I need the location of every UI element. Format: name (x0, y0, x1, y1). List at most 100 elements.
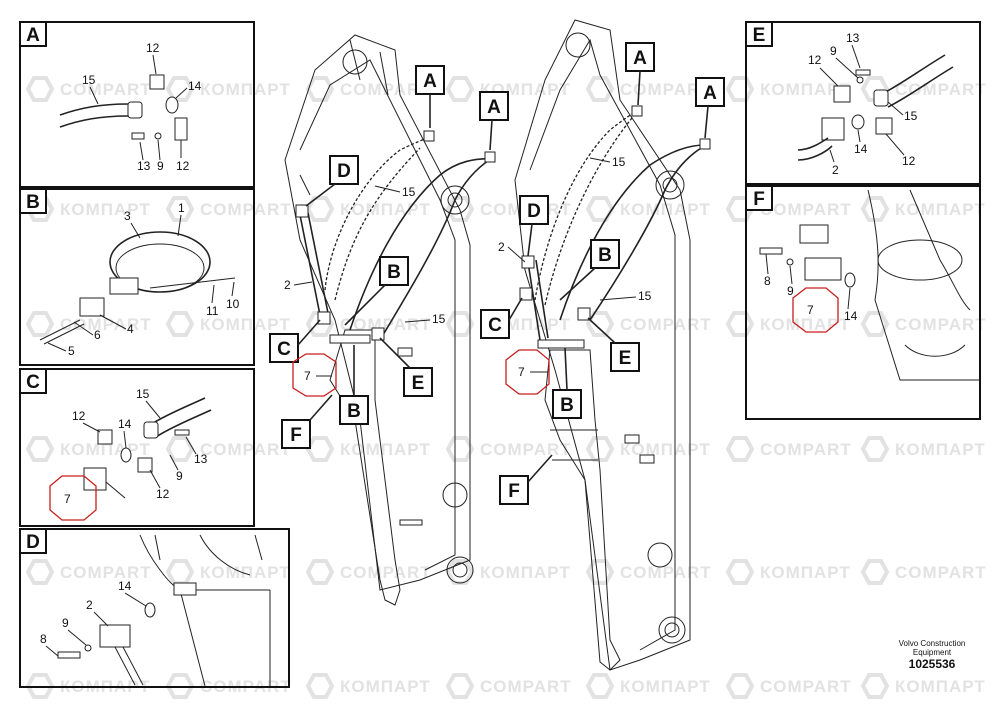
svg-text:12: 12 (902, 154, 916, 168)
callout-C-left[interactable]: C (269, 319, 321, 363)
callout-D-right[interactable]: D (519, 195, 549, 257)
watermark-logo: COMPART (25, 76, 151, 102)
callout-B-right-2[interactable]: B (552, 347, 582, 419)
svg-text:КОМПАРТ: КОМПАРТ (895, 440, 986, 459)
callout-E-left[interactable]: E (379, 337, 433, 397)
svg-text:F: F (508, 481, 520, 502)
callout-F-right[interactable]: F (499, 454, 553, 505)
watermark-logo: КОМПАРТ (585, 436, 711, 462)
svg-text:C: C (488, 315, 502, 336)
svg-text:COMPART: COMPART (895, 315, 987, 334)
hex-callout-7-panel-C[interactable]: 7 (49, 475, 97, 521)
callout-C-right[interactable]: C (480, 297, 523, 339)
svg-text:COMPART: COMPART (60, 315, 152, 334)
watermark-logo: КОМПАРТ (860, 436, 986, 462)
svg-text:КОМПАРТ: КОМПАРТ (620, 440, 711, 459)
svg-text:15: 15 (136, 387, 150, 401)
callout-A-left-2[interactable]: A (479, 91, 509, 151)
svg-text:КОМПАРТ: КОМПАРТ (60, 200, 151, 219)
svg-text:COMPART: COMPART (200, 200, 292, 219)
svg-text:9: 9 (176, 469, 183, 483)
callout-A-left-1[interactable]: A (415, 65, 445, 128)
main-left-boom-drawing (284, 34, 496, 606)
svg-text:COMPART: COMPART (340, 80, 432, 99)
callout-B-left-1[interactable]: B (344, 256, 409, 326)
watermark-logo: КОМПАРТ (165, 311, 291, 337)
svg-text:7: 7 (518, 365, 525, 379)
svg-text:12: 12 (146, 41, 160, 55)
svg-text:COMPART: COMPART (480, 440, 572, 459)
svg-text:14: 14 (188, 79, 202, 93)
svg-text:3: 3 (124, 209, 131, 223)
watermark-logo: КОМПАРТ (305, 436, 430, 462)
svg-text:9: 9 (62, 616, 69, 630)
svg-text:12: 12 (808, 53, 822, 67)
svg-text:КОМПАРТ: КОМПАРТ (340, 677, 431, 696)
callout-E-right[interactable]: E (587, 317, 640, 372)
svg-text:12: 12 (72, 409, 86, 423)
svg-text:5: 5 (68, 344, 75, 358)
watermark-logo: COMPART (445, 436, 572, 462)
watermark-logo: COMPART (860, 76, 986, 102)
svg-text:КОМПАРТ: КОМПАРТ (200, 563, 291, 582)
detail-panel-D: D 14 2 9 8 (19, 528, 290, 688)
svg-text:КОМПАРТ: КОМПАРТ (760, 563, 851, 582)
watermark-logo: COMPART (860, 559, 986, 585)
svg-text:2: 2 (832, 163, 839, 177)
watermark-layer: COMPART КОМПАРТ COMPART КОМПАРТ COMPART КОМПА… (25, 76, 987, 699)
svg-text:COMPART: COMPART (60, 563, 152, 582)
svg-text:КОМПАРТ: КОМПАРТ (620, 200, 711, 219)
svg-text:КОМПАРТ: КОМПАРТ (760, 80, 851, 99)
svg-text:E: E (619, 348, 632, 369)
main-left-callouts: A A D B C E B (269, 65, 509, 449)
watermark-logo: COMPART (305, 311, 431, 337)
svg-text:КОМПАРТ: КОМПАРТ (480, 563, 571, 582)
svg-text:9: 9 (830, 44, 837, 58)
detail-panel-A: A 12 15 14 13 9 12 (19, 21, 255, 188)
svg-text:COMPART: COMPART (620, 80, 712, 99)
callout-B-left-2[interactable]: B (339, 345, 369, 425)
callout-A-right-1[interactable]: A (625, 42, 655, 106)
svg-text:14: 14 (854, 142, 868, 156)
watermark-logo: COMPART (165, 196, 292, 222)
svg-text:COMPART: COMPART (760, 677, 852, 696)
svg-text:8: 8 (764, 274, 771, 288)
callout-B-right-1[interactable]: B (559, 239, 620, 301)
company-name-line2: Equipment (913, 648, 952, 657)
svg-text:COMPART: COMPART (480, 677, 572, 696)
svg-text:7: 7 (807, 303, 814, 317)
svg-text:2: 2 (498, 240, 505, 254)
svg-text:COMPART: COMPART (620, 315, 712, 334)
hex-callout-7-panel-F[interactable]: 7 (792, 287, 839, 333)
svg-text:A: A (487, 97, 501, 118)
svg-text:КОМПАРТ: КОМПАРТ (340, 200, 431, 219)
detail-panel-B: B 3 1 11 10 4 6 5 (19, 188, 255, 366)
watermark-logo: COMPART (305, 559, 431, 585)
hex-callout-7-left[interactable]: 7 (292, 353, 337, 397)
callout-A-right-2[interactable]: A (695, 77, 725, 139)
callout-D-left[interactable]: D (305, 155, 359, 207)
hex-callout-7-right[interactable]: 7 (505, 349, 550, 395)
svg-text:14: 14 (118, 417, 132, 431)
svg-text:КОМПАРТ: КОМПАРТ (895, 677, 986, 696)
label-15-right-lower: 15 (599, 289, 652, 303)
svg-text:C: C (277, 339, 291, 360)
svg-text:13: 13 (194, 452, 208, 466)
watermark-logo: КОМПАРТ (585, 673, 710, 699)
svg-text:КОМПАРТ: КОМПАРТ (200, 315, 291, 334)
svg-text:15: 15 (638, 289, 652, 303)
label-2-left: 2 (284, 278, 313, 292)
svg-text:15: 15 (432, 312, 446, 326)
detail-panel-C: C 15 12 14 13 9 12 7 (19, 368, 255, 527)
svg-text:11: 11 (206, 304, 219, 318)
svg-text:9: 9 (157, 159, 164, 173)
svg-text:15: 15 (612, 155, 626, 169)
svg-text:2: 2 (284, 278, 291, 292)
svg-text:15: 15 (82, 73, 96, 87)
callout-F-left[interactable]: F (281, 394, 333, 449)
panel-F-letter: F (753, 189, 765, 210)
watermark-logo: COMPART (445, 673, 572, 699)
watermark-logo: COMPART (860, 311, 987, 337)
main-right-callouts: A A D B C E B (480, 42, 725, 505)
panel-D-letter: D (26, 532, 40, 553)
